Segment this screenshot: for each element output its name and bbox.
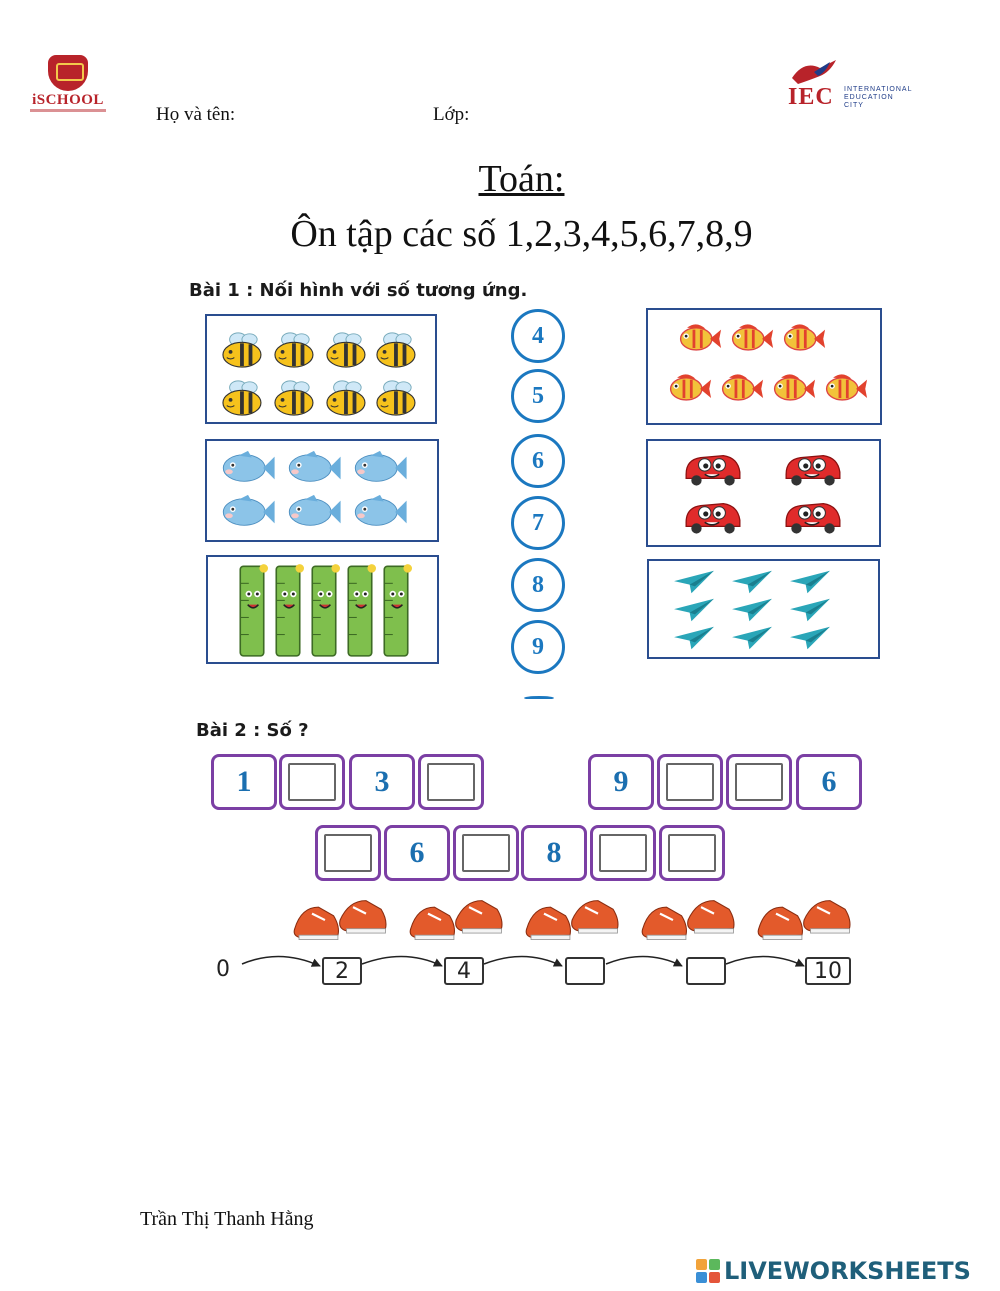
seq-input-r1-6[interactable] [657,754,723,810]
seq-box-r1-5: 9 [588,754,654,810]
number-circle-7[interactable]: 7 [511,496,565,550]
page-subtitle: Ôn tập các số 1,2,3,4,5,6,7,8,9 [290,213,753,255]
iec-logo: IEC INTERNATIONAL EDUCATION CITY [788,58,912,114]
seq-input-r2-6[interactable] [659,825,725,881]
seq-box-r2-4: 8 [521,825,587,881]
seq-input-r2-5[interactable] [590,825,656,881]
author-name: Trần Thị Thanh Hằng [140,1208,314,1230]
seq-box-r2-2: 6 [384,825,450,881]
iec-logo-text: IEC [788,84,834,110]
iec-logo-subtitle: INTERNATIONAL EDUCATION CITY [844,86,913,109]
eagle-icon [792,60,836,84]
seq-input-r2-1[interactable] [315,825,381,881]
class-label: Lớp: [433,104,470,125]
number-line-input-2[interactable] [686,957,726,985]
blue-fish-icon-group [222,450,408,526]
number-line-box-4: 4 [444,957,484,985]
number-line-box-2: 2 [322,957,362,985]
red-fish-box[interactable] [646,308,882,425]
ischool-shield-icon [48,55,88,91]
number-circle-9[interactable]: 9 [511,620,565,674]
partial-circle [524,696,554,700]
number-circle-6[interactable]: 6 [511,434,565,488]
ruler-icon-group [239,563,412,657]
number-circle-8[interactable]: 8 [511,558,565,612]
exercise2-title: Bài 2 : Số ? [196,720,309,741]
liveworksheets-blocks-icon [696,1259,720,1283]
paper-plane-icon-group [674,570,830,650]
bee-box[interactable] [205,314,437,424]
seq-box-r1-3: 3 [349,754,415,810]
number-line-box-10: 10 [805,957,851,985]
number-line-start: 0 [216,957,230,982]
seq-input-r2-3[interactable] [453,825,519,881]
ruler-box[interactable] [206,555,439,664]
liveworksheets-brand: LIVEWORKSHEETS [724,1257,971,1285]
seq-box-r1-1: 1 [211,754,277,810]
liveworksheets-logo: LIVEWORKSHEETS [696,1257,971,1285]
paper-plane-box[interactable] [647,559,880,659]
ischool-logo: iSCHOOL [28,55,108,117]
car-icon-group [685,454,841,535]
student-name-label: Họ và tên: [156,104,236,125]
seq-input-r1-7[interactable] [726,754,792,810]
seq-input-r1-4[interactable] [418,754,484,810]
ischool-logo-text: iSCHOOL [32,92,104,108]
bee-icon-group [222,332,416,416]
seq-box-r1-8: 6 [796,754,862,810]
number-line-input-1[interactable] [565,957,605,985]
page-title: Toán: [478,158,565,200]
blue-fish-box[interactable] [205,439,439,542]
number-circle-4[interactable]: 4 [511,309,565,363]
seq-input-r1-2[interactable] [279,754,345,810]
car-box[interactable] [646,439,881,547]
exercise1-title: Bài 1 : Nối hình với số tương ứng. [189,280,528,301]
number-line-arrows [241,955,805,967]
number-circle-5[interactable]: 5 [511,369,565,423]
shoes-icon-group [293,899,852,941]
red-fish-icon-group [669,323,868,401]
